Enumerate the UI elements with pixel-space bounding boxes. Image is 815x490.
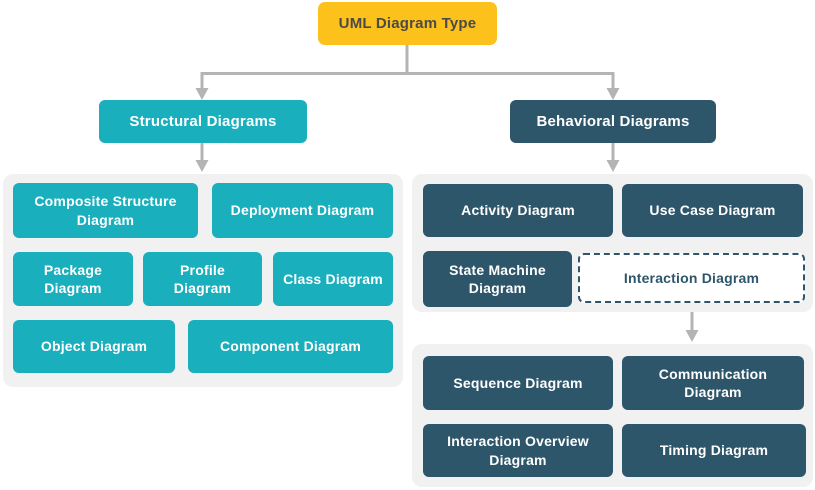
behavioral-diagrams-header: Behavioral Diagrams bbox=[510, 100, 716, 143]
node-timing-diagram: Timing Diagram bbox=[622, 424, 806, 477]
node-sequence-diagram: Sequence Diagram bbox=[423, 356, 613, 410]
node-use-case-diagram: Use Case Diagram bbox=[622, 184, 803, 237]
node-activity-diagram: Activity Diagram bbox=[423, 184, 613, 237]
arrowhead-behavioral-group bbox=[606, 160, 620, 172]
node-component-diagram: Component Diagram bbox=[188, 320, 393, 373]
node-state-machine-diagram: State Machine Diagram bbox=[423, 251, 572, 307]
node-object-diagram: Object Diagram bbox=[13, 320, 175, 373]
root-node-uml-diagram-type: UML Diagram Type bbox=[318, 2, 497, 45]
arrowhead-interaction-group bbox=[685, 330, 699, 342]
node-class-diagram: Class Diagram bbox=[273, 252, 393, 306]
arrowhead-structural bbox=[195, 88, 209, 100]
arrowhead-behavioral bbox=[606, 88, 620, 100]
node-profile-diagram: Profile Diagram bbox=[143, 252, 262, 306]
node-composite-structure-diagram: Composite Structure Diagram bbox=[13, 183, 198, 238]
structural-group-container: Composite Structure Diagram Deployment D… bbox=[3, 174, 403, 387]
node-communication-diagram: Communication Diagram bbox=[622, 356, 804, 410]
node-interaction-diagram: Interaction Diagram bbox=[578, 253, 805, 303]
arrowhead-structural-group bbox=[195, 160, 209, 172]
interaction-group-container: Sequence Diagram Communication Diagram I… bbox=[412, 344, 813, 487]
behavioral-group-container: Activity Diagram Use Case Diagram State … bbox=[412, 174, 813, 312]
structural-diagrams-header: Structural Diagrams bbox=[99, 100, 307, 143]
node-deployment-diagram: Deployment Diagram bbox=[212, 183, 393, 238]
node-package-diagram: Package Diagram bbox=[13, 252, 133, 306]
node-interaction-overview-diagram: Interaction Overview Diagram bbox=[423, 424, 613, 477]
